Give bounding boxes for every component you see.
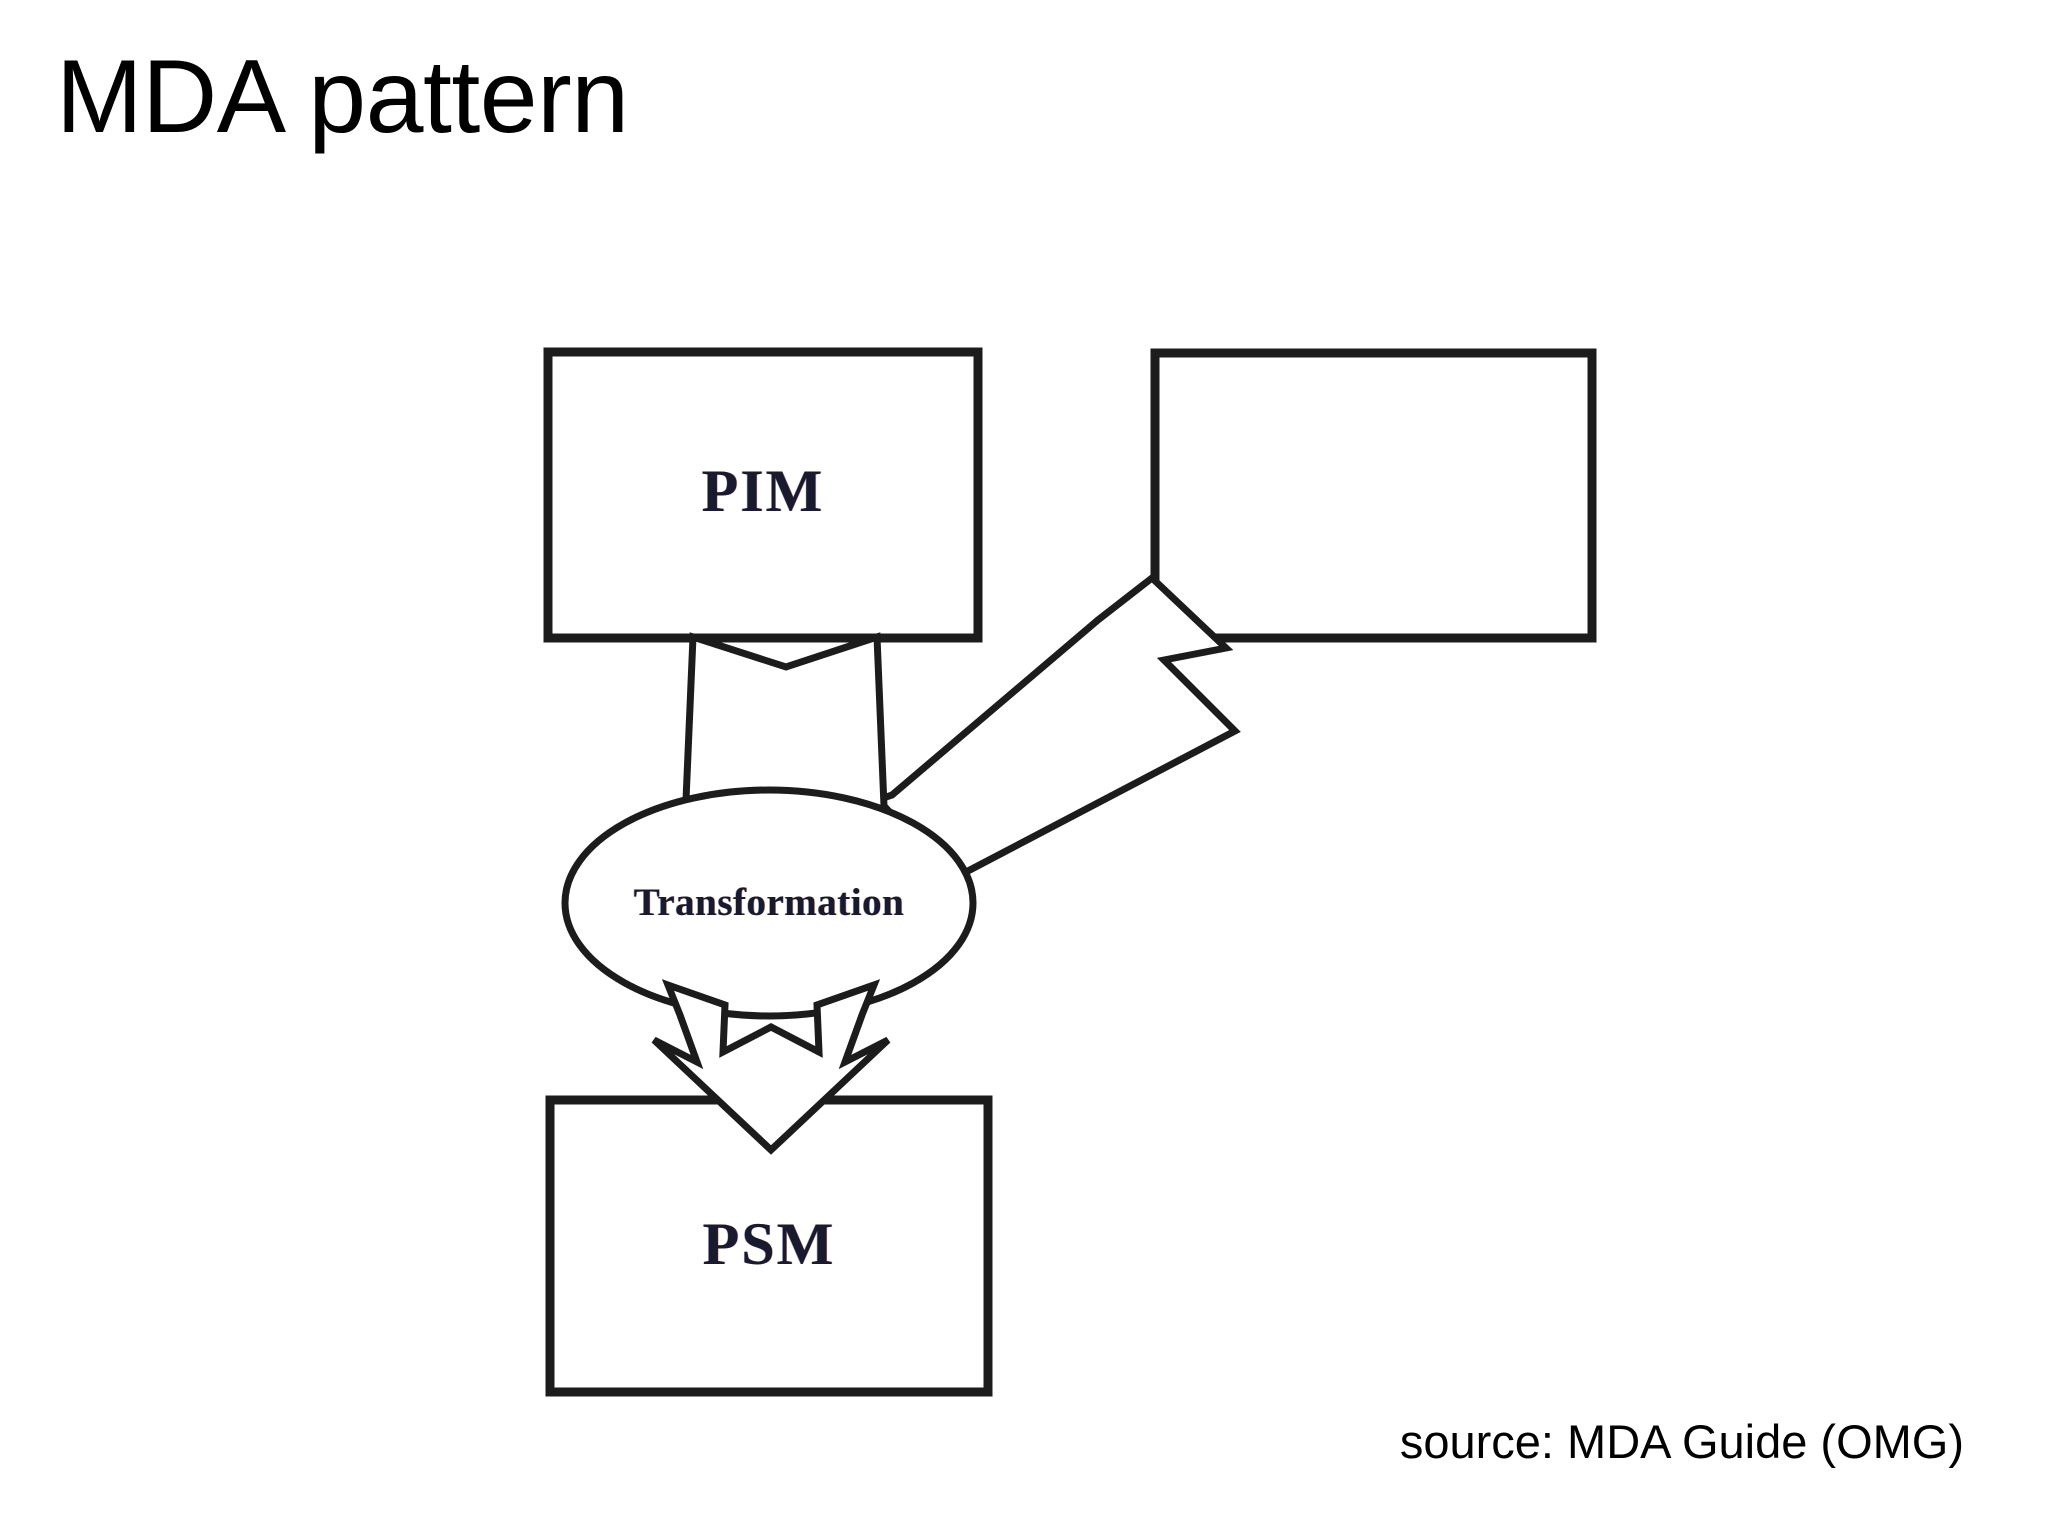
source-attribution: source: MDA Guide (OMG) [1399,1415,1964,1468]
transformation-label: Transformation [633,881,905,924]
right-empty-box[interactable] [1150,348,1597,643]
transformation-ellipse[interactable] [561,786,977,1020]
pim-label: PIM [701,458,825,524]
pim-box[interactable] [543,347,983,643]
psm-label: PSM [702,1211,836,1277]
page-title: MDA pattern [56,39,629,155]
edge-transformation-to-psm [651,979,891,1155]
